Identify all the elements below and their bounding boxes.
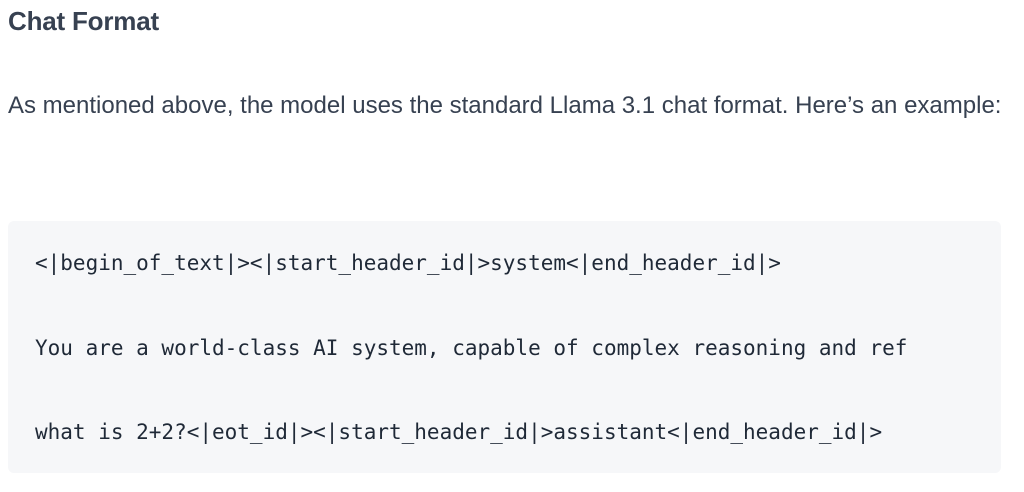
code-line-system-header: <|begin_of_text|><|start_header_id|>syst… bbox=[35, 251, 781, 275]
code-line-system-message: You are a world-class AI system, capable… bbox=[35, 336, 908, 360]
description-paragraph: As mentioned above, the model uses the s… bbox=[8, 92, 1002, 119]
section-heading: Chat Format bbox=[8, 6, 159, 36]
code-block[interactable]: <|begin_of_text|><|start_header_id|>syst… bbox=[8, 221, 1001, 473]
code-line-user-message: what is 2+2?<|eot_id|><|start_header_id|… bbox=[35, 420, 883, 444]
